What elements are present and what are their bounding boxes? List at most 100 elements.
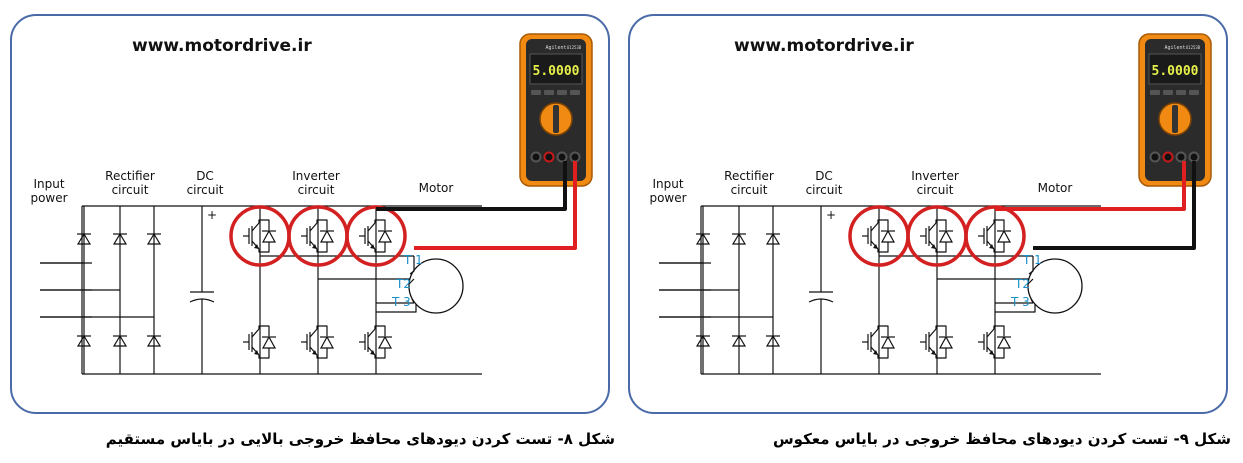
igbt-arrow [254, 244, 259, 249]
rectifier-diode [112, 334, 128, 347]
inverter-test-diagram: InputpowerRectifiercircuitDCcircuitInver… [30, 33, 593, 375]
lower-igbt [978, 325, 1012, 359]
freewheel-diode [996, 335, 1012, 349]
freewheel-diode [996, 229, 1012, 243]
multimeter-key [1189, 90, 1199, 95]
diode-triangle [765, 232, 781, 245]
inverter-label: Inverter [292, 169, 340, 183]
test-lead-t1 [414, 161, 577, 250]
motor-lead-t3 [995, 304, 1036, 313]
multimeter-brand: Agilent [1164, 45, 1185, 51]
diode-triangle [112, 232, 128, 245]
igbt-top-link [993, 325, 1005, 336]
multimeter-jack [530, 151, 542, 163]
motor-label: Motor [1038, 181, 1073, 195]
rectifier-diode [695, 232, 711, 245]
test-lead-top [376, 161, 567, 211]
igbt-bottom-link [316, 242, 328, 253]
igbt-collector [309, 328, 318, 338]
diode-triangle [731, 334, 747, 347]
igbt-arrow [989, 350, 994, 355]
igbt-top-link [316, 325, 328, 336]
igbt-bottom-link [935, 348, 947, 359]
upper-igbt [243, 219, 277, 253]
dc-circuit-label: circuit [806, 183, 843, 197]
diode-triangle [146, 334, 162, 347]
igbt-top-link [258, 325, 270, 336]
motor-symbol [1027, 258, 1083, 314]
igbt-arrow [873, 244, 878, 249]
terminal-t2-label: T2 [395, 277, 411, 291]
lower-igbt [301, 325, 335, 359]
multimeter-jack [1188, 151, 1200, 163]
igbt-collector [367, 222, 376, 232]
freewheel-diode [880, 229, 896, 243]
plus-sign: + [207, 208, 217, 222]
freewheel-diode [377, 229, 393, 243]
inverter-test-diagram: InputpowerRectifiercircuitDCcircuitInver… [649, 33, 1212, 375]
igbt-arrow [931, 244, 936, 249]
diode-triangle [112, 334, 128, 347]
igbt-top-link [316, 219, 328, 230]
igbt-top-link [374, 325, 386, 336]
diode-triangle [76, 334, 92, 347]
igbt-bottom-link [935, 242, 947, 253]
rectifier-label: Rectifier [724, 169, 774, 183]
freewheel-diode [938, 229, 954, 243]
upper-igbt [359, 219, 393, 253]
input-power-label: power [30, 191, 67, 205]
inverter-label: circuit [917, 183, 954, 197]
upper-igbt [978, 219, 1012, 253]
igbt-top-link [374, 219, 386, 230]
figure-9-caption: شکل ۹- تست کردن دیودهای محافظ خروجی در ب… [772, 430, 1231, 448]
multimeter-key [570, 90, 580, 95]
igbt-top-link [935, 219, 947, 230]
terminal-t1-label: T 1 [1022, 253, 1042, 267]
igbt-arrow [370, 244, 375, 249]
rectifier-diode [146, 334, 162, 347]
dc-circuit-label: DC [815, 169, 833, 183]
igbt-bottom-link [877, 348, 889, 359]
igbt-top-link [258, 219, 270, 230]
diode-triangle [76, 232, 92, 245]
igbt-collector [251, 222, 260, 232]
igbt-collector [928, 222, 937, 232]
freewheel-diode [261, 229, 277, 243]
multimeter-reading: 5.0000 [1152, 64, 1199, 79]
diode-triangle [765, 334, 781, 347]
freewheel-diode [261, 335, 277, 349]
lower-igbt [359, 325, 393, 359]
diode-triangle [146, 232, 162, 245]
freewheel-diode [880, 335, 896, 349]
rectifier-diode [695, 334, 711, 347]
multimeter-dial-knob [553, 105, 559, 133]
upper-igbt [920, 219, 954, 253]
igbt-bottom-link [993, 348, 1005, 359]
multimeter-jack [543, 151, 555, 163]
freewheel-diode [938, 335, 954, 349]
igbt-arrow [312, 350, 317, 355]
multimeter-jack [1149, 151, 1161, 163]
upper-igbt [862, 219, 896, 253]
igbt-collector [986, 328, 995, 338]
motor-lead-t3 [376, 304, 417, 313]
motor-lead-t2 [408, 278, 415, 285]
lower-igbt [243, 325, 277, 359]
igbt-bottom-link [258, 242, 270, 253]
igbt-arrow [312, 244, 317, 249]
igbt-bottom-link [258, 348, 270, 359]
multimeter-jack [1162, 151, 1174, 163]
igbt-collector [870, 328, 879, 338]
motor-lead-t3 [1030, 298, 1034, 304]
rectifier-diode [112, 232, 128, 245]
input-power-label: Input [33, 177, 64, 191]
rectifier-diode [76, 334, 92, 347]
multimeter-key [1176, 90, 1186, 95]
figure-8-caption: شکل ۸- تست کردن دیودهای محافظ خروجی بالا… [105, 430, 615, 448]
rectifier-diode [731, 232, 747, 245]
multimeter-key [544, 90, 554, 95]
test-lead-top [995, 161, 1186, 211]
